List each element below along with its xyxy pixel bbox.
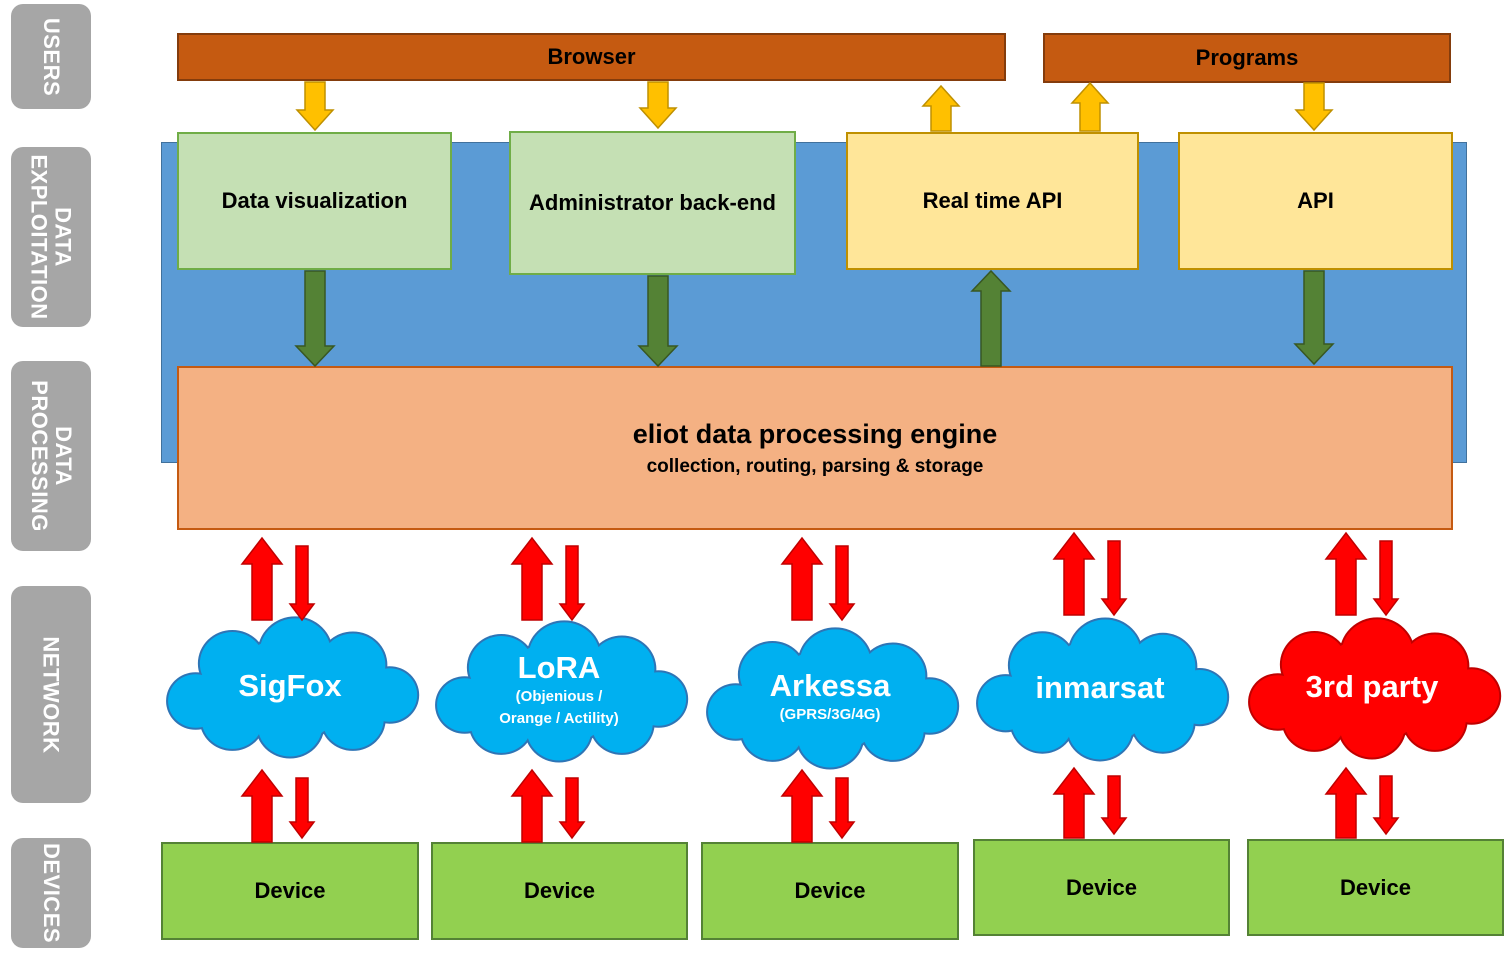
programs-label: Programs (1195, 45, 1299, 70)
lane-users: USERS (11, 4, 91, 109)
realtime-api-box: Real time API (846, 132, 1139, 270)
realtime-to-programs-arrow (1070, 81, 1110, 132)
engine-title: eliot data processing engine (632, 418, 998, 449)
api-box: API (1178, 132, 1453, 270)
device-downlink-arrow (828, 777, 856, 840)
lane-devices: DEVICES (11, 838, 91, 948)
network-cloud-label: LoRA (Objenious / Orange / Actility) (428, 615, 690, 765)
device-box: Device (161, 842, 419, 940)
network-name: 3rd party (1305, 669, 1439, 704)
browser-to-visualization-arrow (295, 81, 335, 132)
device-uplink-arrow (1324, 766, 1368, 839)
device-downlink-arrow (1372, 775, 1400, 836)
realtime-api-label: Real time API (922, 188, 1063, 213)
network-cloud (706, 627, 960, 770)
device-box: Device (701, 842, 959, 940)
device-box: Device (973, 839, 1230, 936)
lane-network: NETWORK (11, 586, 91, 803)
browser-to-admin-arrow (638, 81, 678, 130)
network-cloud (976, 617, 1230, 762)
network-cloud-label: SigFox (159, 611, 421, 761)
browser-bar: Browser (177, 33, 1006, 81)
network-name: LoRA (517, 650, 601, 685)
api-label: API (1297, 188, 1334, 213)
network-downlink-arrow (288, 545, 316, 622)
network-cloud-label: 3rd party (1241, 612, 1503, 762)
device-label: Device (254, 878, 326, 903)
network-downlink-arrow (1100, 540, 1128, 617)
device-downlink-arrow (558, 777, 586, 840)
device-uplink-arrow (1052, 766, 1096, 839)
lane-data-processing: DATA PROCESSING (11, 361, 91, 551)
lane-data-exploitation: DATA EXPLOITATION (11, 147, 91, 327)
network-uplink-arrow (780, 536, 824, 621)
realtime-to-browser-arrow (921, 84, 961, 132)
network-detail: Orange / Actility) (499, 710, 619, 727)
network-name: SigFox (238, 668, 342, 703)
device-downlink-arrow (288, 777, 316, 840)
programs-bar: Programs (1043, 33, 1451, 83)
device-label: Device (524, 878, 595, 903)
device-label: Device (1066, 874, 1137, 900)
network-downlink-arrow (1372, 540, 1400, 617)
network-name: inmarsat (1035, 670, 1165, 705)
device-uplink-arrow (510, 768, 554, 843)
network-cloud (1248, 617, 1502, 760)
visualization-engine-arrow (294, 270, 336, 368)
network-downlink-arrow (558, 545, 586, 622)
device-label: Device (794, 878, 866, 903)
network-uplink-arrow (510, 536, 554, 621)
network-cloud-label: Arkessa (GPRS/3G/4G) (699, 622, 961, 772)
data-visualization-label: Data visualization (221, 188, 408, 213)
device-uplink-arrow (240, 768, 284, 843)
api-engine-arrow (1293, 270, 1335, 366)
network-detail: (Objenious / (515, 688, 603, 705)
device-label: Device (1340, 874, 1411, 900)
device-uplink-arrow (780, 768, 824, 843)
network-name: Arkessa (769, 668, 891, 703)
network-downlink-arrow (828, 545, 856, 622)
browser-label: Browser (547, 44, 636, 69)
network-cloud (435, 620, 689, 763)
admin-backend-box: Administrator back-end (509, 131, 796, 275)
engine-realtime-arrow (970, 269, 1012, 367)
network-uplink-arrow (1324, 531, 1368, 616)
network-uplink-arrow (1052, 531, 1096, 616)
data-visualization-box: Data visualization (177, 132, 452, 270)
device-box: Device (1247, 839, 1504, 936)
device-box: Device (431, 842, 688, 940)
admin-backend-label: Administrator back-end (529, 190, 776, 215)
programs-to-api-arrow (1294, 82, 1334, 132)
network-cloud (166, 616, 420, 759)
network-uplink-arrow (240, 536, 284, 621)
admin-engine-arrow (637, 275, 679, 368)
network-cloud-label: inmarsat (969, 612, 1231, 764)
engine-subtitle: collection, routing, parsing & storage (646, 455, 984, 477)
network-detail: (GPRS/3G/4G) (779, 706, 881, 723)
processing-engine-box: eliot data processing engine collection,… (177, 366, 1453, 530)
device-downlink-arrow (1100, 775, 1128, 836)
